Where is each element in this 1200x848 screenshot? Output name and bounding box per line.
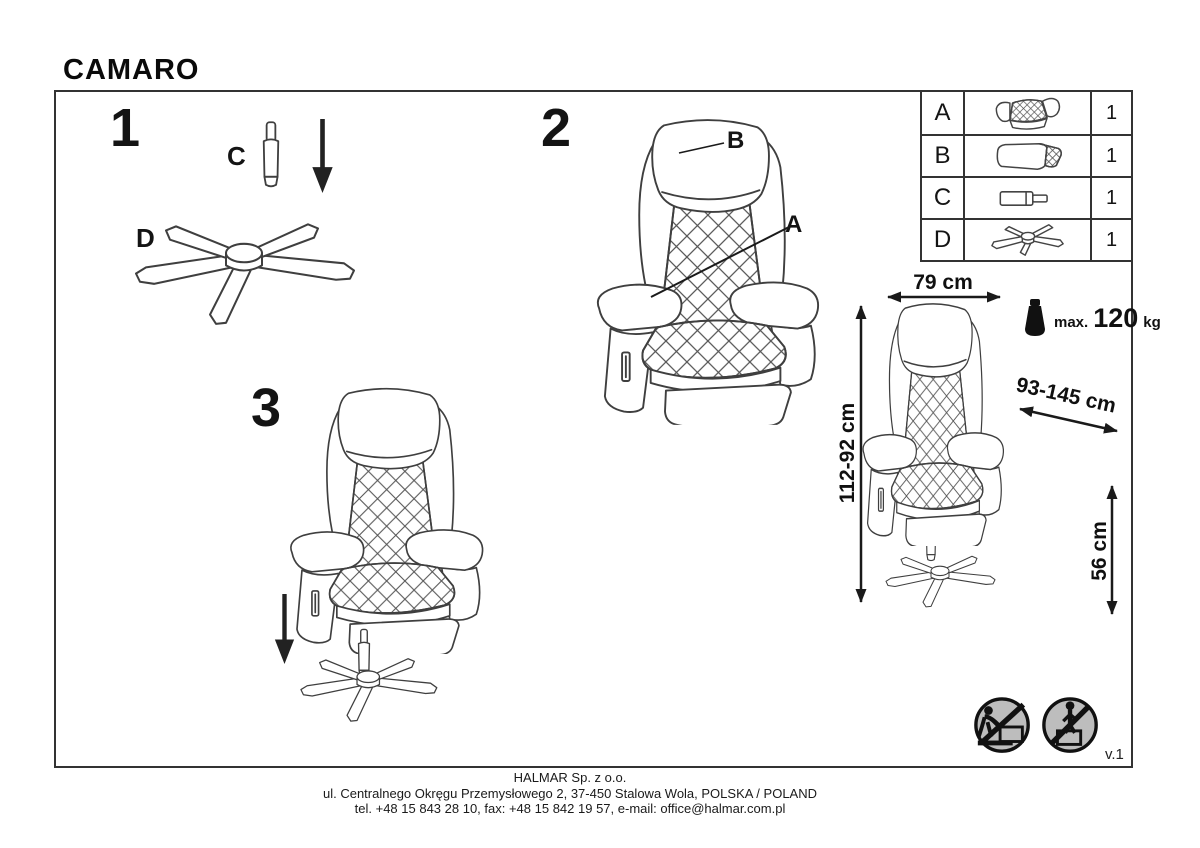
parts-table: A 1 B 1 C <box>920 90 1133 262</box>
company-name: HALMAR Sp. z o.o. <box>513 770 627 785</box>
max-load-value: 120 <box>1093 303 1139 333</box>
seat-part-icon <box>963 92 1090 134</box>
step-1-part-d-label: D <box>136 223 155 253</box>
five-star-base-icon <box>874 550 1004 610</box>
company-address: ul. Centralnego Okręgu Przemysłowego 2, … <box>322 785 817 801</box>
part-letter: A <box>934 99 951 126</box>
no-standing-on-chair-icon <box>1042 697 1098 753</box>
part-qty: 1 <box>1105 101 1118 124</box>
manufacturer-footer: HALMAR Sp. z o.o. ul. Centralnego Okręgu… <box>0 770 1140 817</box>
five-star-base-icon <box>286 651 448 725</box>
company-contact: tel. +48 15 843 28 10, fax: +48 15 842 1… <box>354 801 786 816</box>
step-1-part-c-label: C <box>227 141 246 171</box>
step-1-number: 1 <box>110 98 141 158</box>
gas-lift-part-icon <box>963 176 1090 218</box>
max-load-prefix: max. <box>1054 314 1089 331</box>
gas-lift-icon <box>255 113 287 197</box>
part-letter: D <box>933 226 952 253</box>
callout-b-label: B <box>727 127 745 154</box>
max-load-unit: kg <box>1143 314 1161 331</box>
part-letter: B <box>934 142 951 169</box>
part-qty: 1 <box>1105 144 1118 167</box>
seat-height-dimension: 56 cm <box>1088 521 1111 581</box>
step-2-number: 2 <box>541 98 572 158</box>
five-star-base-part-icon <box>963 218 1090 260</box>
max-load-text: max. 120 kg <box>1054 303 1161 334</box>
dimension-chair-drawing <box>853 296 1011 546</box>
part-qty: 1 <box>1105 186 1118 209</box>
page-title: CAMARO <box>63 54 200 86</box>
backrest-part-icon <box>963 134 1090 176</box>
version-label: v.1 <box>1105 746 1124 763</box>
down-arrow-icon <box>311 119 334 193</box>
callout-a-label: A <box>785 211 803 238</box>
five-star-base-icon <box>112 212 372 330</box>
recliner-chair-drawing <box>582 110 830 425</box>
part-letter: C <box>933 184 952 211</box>
step-3-number: 3 <box>251 378 282 438</box>
max-weight-icon <box>1025 299 1045 336</box>
no-climbing-on-chair-icon <box>974 697 1030 753</box>
recliner-chair-drawing <box>277 380 493 654</box>
width-dimension: 79 cm <box>913 271 973 294</box>
part-qty: 1 <box>1105 228 1118 251</box>
